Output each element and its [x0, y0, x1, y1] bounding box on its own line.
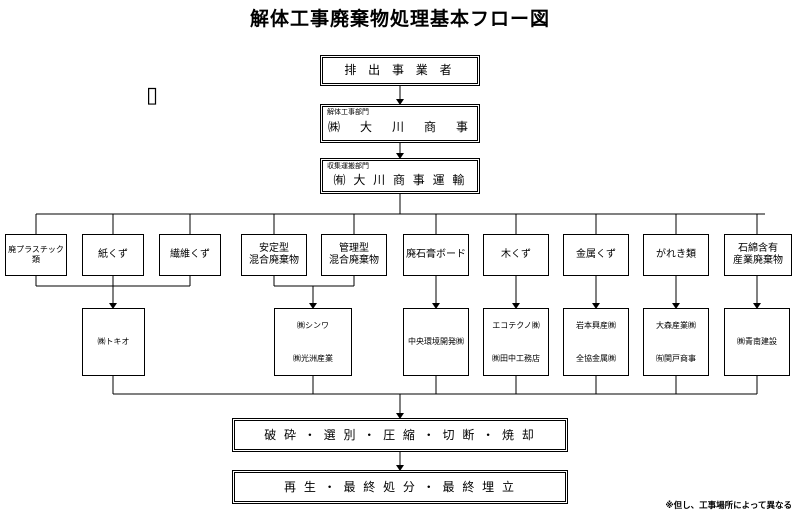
arrowhead: [672, 303, 680, 309]
category-label: 安定型 混合廃棄物: [249, 242, 299, 267]
processor-name: ㈱田中工務店: [492, 353, 540, 363]
processor-box: ㈱トキオ: [82, 308, 145, 376]
discharger-label: 排 出 事 業 者: [344, 63, 456, 77]
processor-name: 大森産業㈱: [656, 320, 696, 330]
processor-name: エコテクノ㈱: [492, 320, 540, 330]
final-disposal-label: 再 生 ・ 最 終 処 分 ・ 最 終 埋 立: [284, 479, 516, 494]
processor-box: 岩本興産㈱ 全協金属㈱: [563, 308, 629, 376]
processor-name: ㈱光洲産業: [293, 353, 333, 363]
category-label: 管理型 混合廃棄物: [329, 242, 379, 267]
processor-box: ㈱青南建設: [724, 308, 790, 376]
processor-box: 中央環境開発㈱: [403, 308, 469, 376]
category-label: 木くず: [501, 248, 531, 260]
category-box: 廃石膏ボード: [403, 234, 469, 276]
arrowhead: [109, 303, 117, 309]
processor-name: 全協金属㈱: [576, 353, 616, 363]
arrowhead: [396, 99, 404, 105]
footnote: ※但し、工事場所によって異なる: [665, 501, 792, 511]
arrowhead: [309, 303, 317, 309]
category-label: 廃石膏ボード: [406, 248, 466, 260]
stray-glyph: ▯: [146, 83, 159, 108]
processor-name: 岩本興産㈱: [576, 320, 616, 330]
processor-name: ㈱青南建設: [737, 337, 777, 346]
category-label: 紙くず: [98, 248, 128, 260]
processor-name: 中央環境開発㈱: [408, 337, 464, 346]
arrowhead: [396, 153, 404, 159]
arrowhead: [396, 413, 404, 419]
transport-box: 収集運搬部門 ㈲ 大 川 商 事 運 輸: [320, 158, 480, 194]
arrowhead: [592, 303, 600, 309]
processor-box: エコテクノ㈱ ㈱田中工務店: [483, 308, 549, 376]
category-box: 安定型 混合廃棄物: [241, 234, 307, 276]
demolition-box: 解体工事部門 ㈱ 大 川 商 事: [320, 104, 480, 143]
treatment-label: 破 砕 ・ 選 別 ・ 圧 縮 ・ 切 断 ・ 焼 却: [264, 427, 536, 442]
processor-name: ㈱シンワ: [297, 320, 329, 330]
arrowhead: [512, 303, 520, 309]
category-box: 木くず: [483, 234, 549, 276]
category-label: 廃プラスチック類: [8, 245, 64, 264]
demolition-company-label: ㈱ 大 川 商 事: [327, 120, 472, 134]
category-box: 金属くず: [563, 234, 629, 276]
discharger-box: 排 出 事 業 者: [320, 55, 480, 86]
transport-company-label: ㈲ 大 川 商 事 運 輸: [333, 172, 467, 187]
processor-name: ㈱トキオ: [97, 337, 130, 346]
treatment-box: 破 砕 ・ 選 別 ・ 圧 縮 ・ 切 断 ・ 焼 却: [232, 418, 568, 452]
category-label: 金属くず: [576, 248, 616, 260]
category-label: がれき類: [656, 248, 696, 260]
category-box: がれき類: [643, 234, 709, 276]
arrowhead: [753, 303, 761, 309]
category-label: 繊維くず: [170, 248, 210, 260]
processor-box: ㈱シンワ ㈱光洲産業: [274, 308, 352, 376]
category-label: 石綿含有 産業廃棄物: [733, 242, 783, 267]
arrowhead: [432, 303, 440, 309]
processor-name: ㈲関戸商事: [656, 353, 696, 363]
page-title: 解体工事廃棄物処理基本フロー図: [249, 8, 550, 30]
category-box: 廃プラスチック類: [5, 234, 67, 276]
category-box: 繊維くず: [159, 234, 221, 276]
category-box: 紙くず: [82, 234, 144, 276]
category-box: 石綿含有 産業廃棄物: [724, 234, 792, 276]
final-disposal-box: 再 生 ・ 最 終 処 分 ・ 最 終 埋 立: [232, 470, 568, 504]
arrowhead: [396, 465, 404, 471]
demolition-dept-label: 解体工事部門: [327, 108, 369, 116]
category-box: 管理型 混合廃棄物: [321, 234, 387, 276]
transport-dept-label: 収集運搬部門: [327, 162, 369, 170]
processor-box: 大森産業㈱ ㈲関戸商事: [643, 308, 709, 376]
